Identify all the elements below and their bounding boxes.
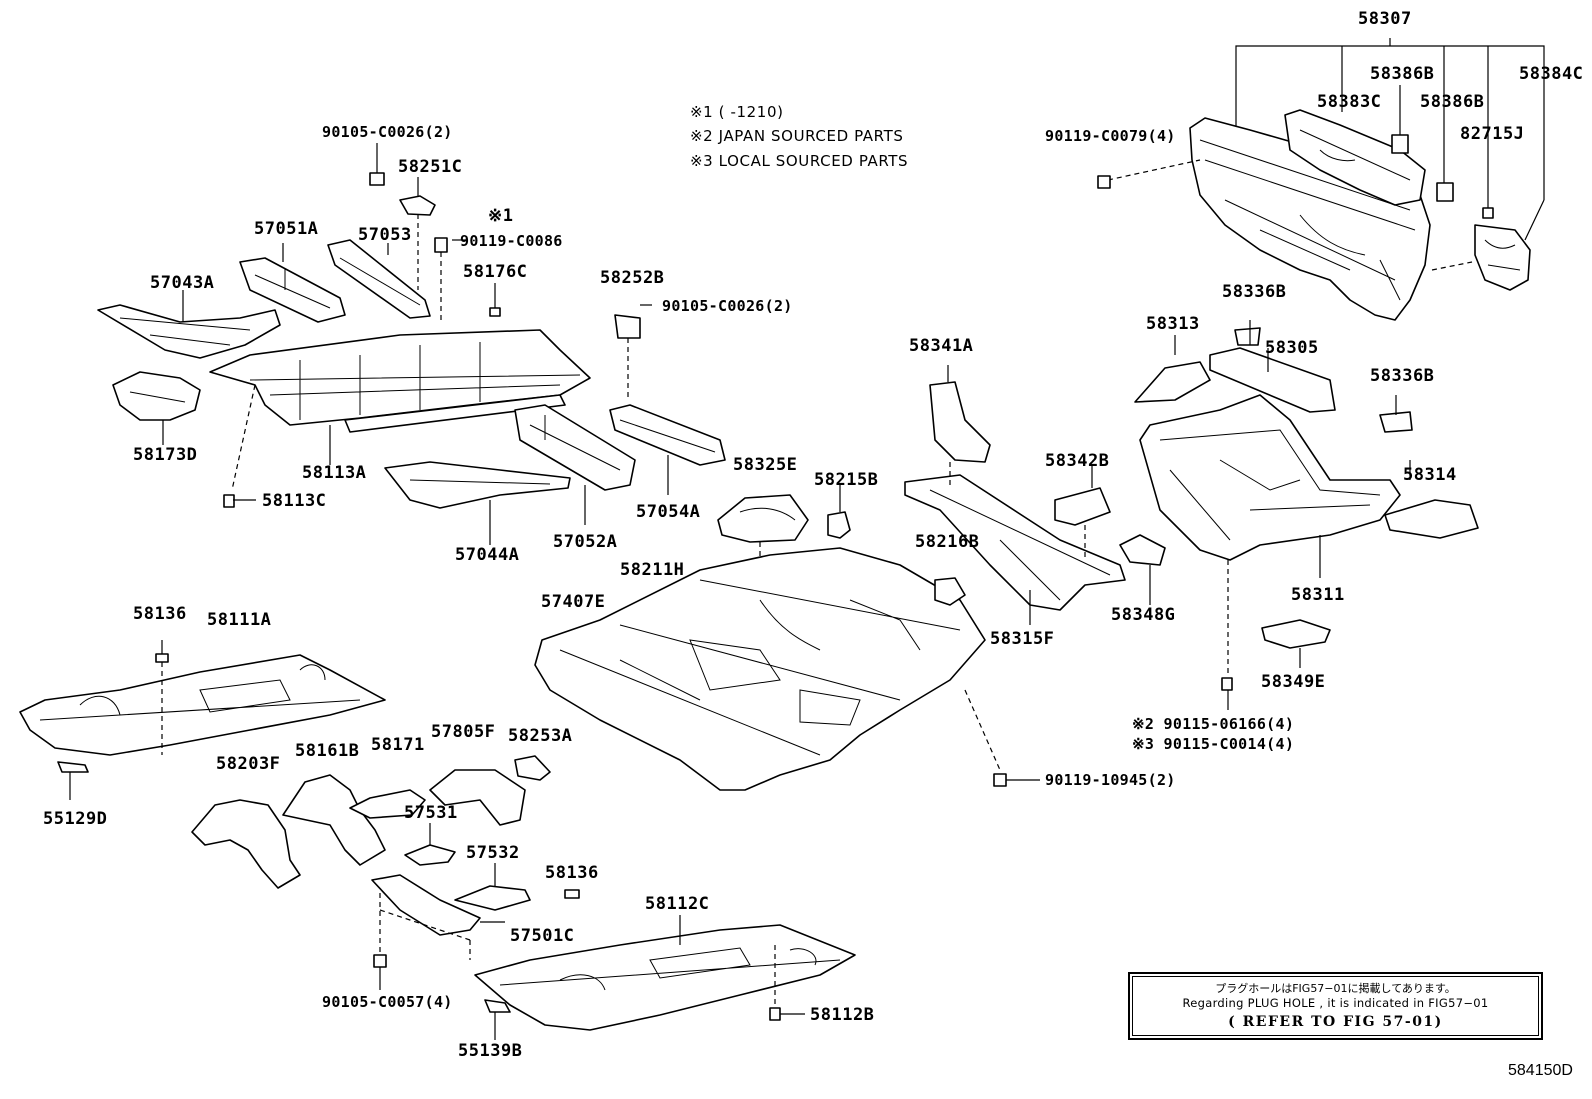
rear-floor-pan-58311	[1134, 327, 1479, 710]
part-label-58113C[interactable]: 58113C	[262, 491, 327, 511]
part-label-58384C[interactable]: 58384C	[1519, 64, 1584, 84]
part-label-57054A[interactable]: 57054A	[636, 502, 701, 522]
part-label-58342B[interactable]: 58342B	[1045, 451, 1110, 471]
note-mark-1: ※1	[488, 206, 514, 226]
part-label-58173D[interactable]: 58173D	[133, 445, 198, 465]
refer-note-japanese: プラグホールはFIG57−01に掲載してあります。	[1215, 982, 1456, 995]
refer-fig-link[interactable]: ( REFER TO FIG 57-01)	[1228, 1014, 1443, 1030]
part-label-90119-C0086[interactable]: 90119-C0086	[460, 232, 563, 250]
part-label-58325E[interactable]: 58325E	[733, 455, 798, 475]
part-label-57044A[interactable]: 57044A	[455, 545, 520, 565]
part-label-58136[interactable]: 58136	[133, 604, 187, 624]
part-label-58315F[interactable]: 58315F	[990, 629, 1055, 649]
label-leaders	[161, 239, 1397, 654]
part-label-90119-C0079[interactable]: 90119-C0079(4)	[1045, 127, 1176, 145]
part-label-55139B[interactable]: 55139B	[458, 1041, 523, 1061]
lower-left-floor-58111A	[19, 653, 580, 990]
part-label-57051A[interactable]: 57051A	[254, 219, 319, 239]
part-label-58215B[interactable]: 58215B	[814, 470, 879, 490]
rear-crossmember-group	[904, 365, 1166, 611]
part-label-57407E[interactable]: 57407E	[541, 592, 606, 612]
part-label-58348G[interactable]: 58348G	[1111, 605, 1176, 625]
part-label-90119-10945[interactable]: 90119-10945(2)	[1045, 771, 1176, 789]
centre-floor-pan	[534, 485, 1040, 791]
part-label-58161B[interactable]: 58161B	[295, 741, 360, 761]
part-label-58176C[interactable]: 58176C	[463, 262, 528, 282]
part-label-58112B[interactable]: 58112B	[810, 1005, 875, 1025]
part-label-58113A[interactable]: 58113A	[302, 463, 367, 483]
part-label-58383C[interactable]: 58383C	[1317, 92, 1382, 112]
part-label-58171[interactable]: 58171	[371, 735, 425, 755]
part-label-58336B[interactable]: 58336B	[1222, 282, 1287, 302]
part-label-58203F[interactable]: 58203F	[216, 754, 281, 774]
part-label-58314[interactable]: 58314	[1403, 465, 1457, 485]
part-label-55129D[interactable]: 55129D	[43, 809, 108, 829]
part-label-90105-C0026-2[interactable]: 90105-C0026(2)	[662, 297, 793, 315]
note-serial-range: ※1 ( -1210)	[690, 103, 784, 121]
part-label-58313[interactable]: 58313	[1146, 314, 1200, 334]
part-label-58111A[interactable]: 58111A	[207, 610, 272, 630]
part-label-58211H[interactable]: 58211H	[620, 560, 685, 580]
part-label-90105-C0026[interactable]: 90105-C0026(2)	[322, 123, 453, 141]
part-label-58253A[interactable]: 58253A	[508, 726, 573, 746]
front-floor-group	[97, 143, 726, 509]
part-label-58349E[interactable]: 58349E	[1261, 672, 1326, 692]
refer-note-english: Regarding PLUG HOLE , it is indicated in…	[1182, 996, 1489, 1010]
part-label-57531[interactable]: 57531	[404, 803, 458, 823]
part-label-58386B[interactable]: 58386B	[1420, 92, 1485, 112]
part-label-58252B[interactable]: 58252B	[600, 268, 665, 288]
part-label-82715J[interactable]: 82715J	[1460, 124, 1525, 144]
part-label-58305[interactable]: 58305	[1265, 338, 1319, 358]
part-label-58112C[interactable]: 58112C	[645, 894, 710, 914]
part-label-57501C[interactable]: 57501C	[510, 926, 575, 946]
part-label-90115-06166[interactable]: ※2 90115-06166(4)	[1132, 715, 1295, 733]
rear-panel-assembly-58307	[1097, 38, 1545, 321]
part-label-58136-2[interactable]: 58136	[545, 863, 599, 883]
part-label-58336B-2[interactable]: 58336B	[1370, 366, 1435, 386]
part-label-58251C[interactable]: 58251C	[398, 157, 463, 177]
part-label-90115-C0014[interactable]: ※3 90115-C0014(4)	[1132, 735, 1295, 753]
part-label-57043A[interactable]: 57043A	[150, 273, 215, 293]
bottom-floor-58112C	[474, 915, 856, 1040]
part-label-90105-C0057[interactable]: 90105-C0057(4)	[322, 993, 453, 1011]
part-label-57532[interactable]: 57532	[466, 843, 520, 863]
part-label-58311[interactable]: 58311	[1291, 585, 1345, 605]
part-label-58216B[interactable]: 58216B	[915, 532, 980, 552]
part-label-58386B[interactable]: 58386B	[1370, 64, 1435, 84]
note-japan-sourced: ※2 JAPAN SOURCED PARTS	[690, 127, 904, 145]
part-label-58341A[interactable]: 58341A	[909, 336, 974, 356]
part-label-57805F[interactable]: 57805F	[431, 722, 496, 742]
part-label-57053[interactable]: 57053	[358, 225, 412, 245]
note-local-sourced: ※3 LOCAL SOURCED PARTS	[690, 152, 909, 170]
refer-note-box: プラグホールはFIG57−01に掲載してあります。 Regarding PLUG…	[1128, 972, 1543, 1040]
part-label-57052A[interactable]: 57052A	[553, 532, 618, 552]
part-label-58307[interactable]: 58307	[1358, 9, 1412, 29]
figure-code: 584150D	[1508, 1062, 1573, 1079]
